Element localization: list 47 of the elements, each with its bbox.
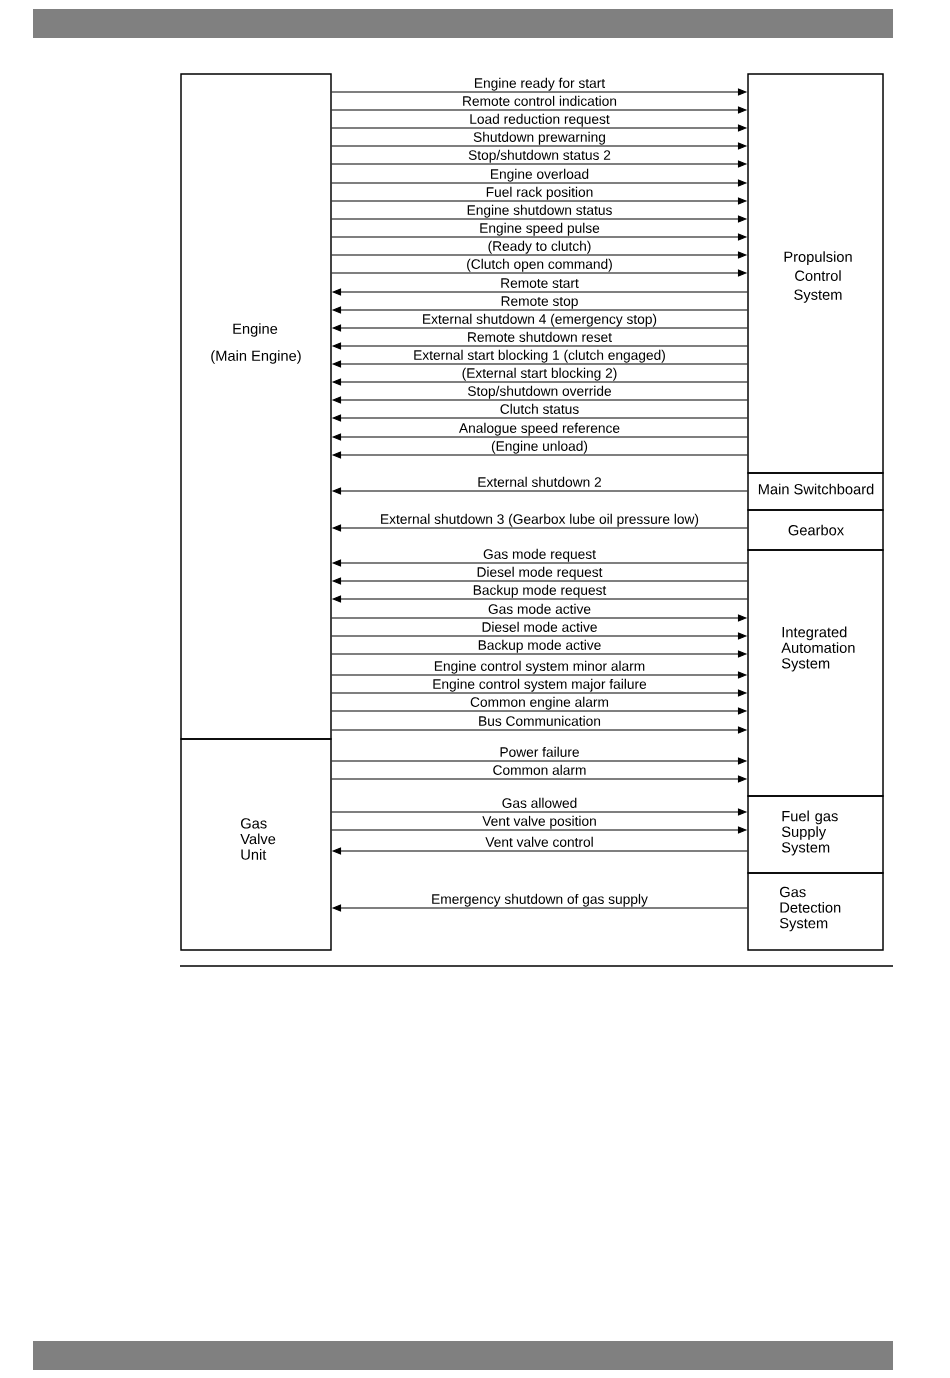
edge-label: Remote control indication (463, 95, 617, 106)
edge-label: Shutdown prewarning (473, 131, 605, 145)
edge-label: Engine control system major failure (433, 678, 647, 692)
edge-label: Gas mode active (488, 603, 591, 614)
edge-label: Engine ready for start (475, 77, 606, 91)
system-box: Main Switchboard (747, 472, 884, 511)
edge-label: Common alarm (493, 764, 586, 775)
edge-label: Engine speed pulse (480, 222, 600, 236)
edge-label: Clutch status (500, 403, 579, 414)
system-box: Gearbox (747, 509, 884, 551)
edge-label: External shutdown 4 (emergency stop) (423, 313, 657, 327)
edge-label: Analogue speed reference (458, 422, 620, 436)
edge-label: Engine shutdown status (467, 204, 612, 218)
edge-label: (Clutch open command) (467, 258, 612, 272)
edge-label: Diesel mode request (477, 566, 603, 580)
edge-label: Vent valve control (485, 836, 593, 847)
system-box: Gas Detection System (747, 872, 884, 951)
edge-label: Bus Communication (479, 715, 601, 726)
edge-label: Stop/shutdown status 2 (468, 149, 611, 163)
system-box: Integrated Automation System (747, 549, 884, 797)
system-box: Fuel gas Supply System (747, 795, 884, 874)
edge-label: Backup mode active (478, 639, 601, 653)
edge-label: (Ready to clutch) (488, 240, 591, 254)
edge-label: Stop/shutdown override (468, 385, 611, 399)
edge-label: External shutdown 2 (478, 476, 601, 487)
edge-label: Gas mode request (483, 548, 596, 562)
edge-label: Fuel rack position (486, 186, 593, 200)
edge-label: Vent valve position (482, 815, 596, 829)
edge-label: External shutdown 3 (Gearbox lube oil pressure low) (381, 513, 699, 527)
edge-label: Power failure (500, 746, 579, 757)
edge-label: External start blocking 1 (clutch engaged) (414, 349, 665, 363)
system-box: Propulsion Control System (747, 73, 884, 474)
edge-label: Remote shutdown reset (468, 331, 612, 342)
system-box: Engine (Main Engine) (180, 73, 332, 740)
edge-label: Gas allowed (502, 797, 577, 808)
edge-label: Common engine alarm (470, 696, 609, 710)
edge-label: Remote start (501, 278, 579, 288)
edge-label: Engine control system minor alarm (434, 660, 645, 674)
edge-label: Remote stop (501, 296, 578, 309)
edge-label: Engine overload (491, 168, 589, 182)
edge-label: Backup mode request (473, 584, 607, 598)
edge-label: (External start blocking 2) (462, 367, 617, 381)
edge-label: Diesel mode active (482, 621, 597, 632)
edge-label: Load reduction request (470, 113, 610, 127)
edge-label: Emergency shutdown of gas supply (432, 893, 648, 907)
edge-label: (Engine unload) (491, 440, 588, 454)
system-box: Gas Valve Unit (180, 738, 332, 951)
